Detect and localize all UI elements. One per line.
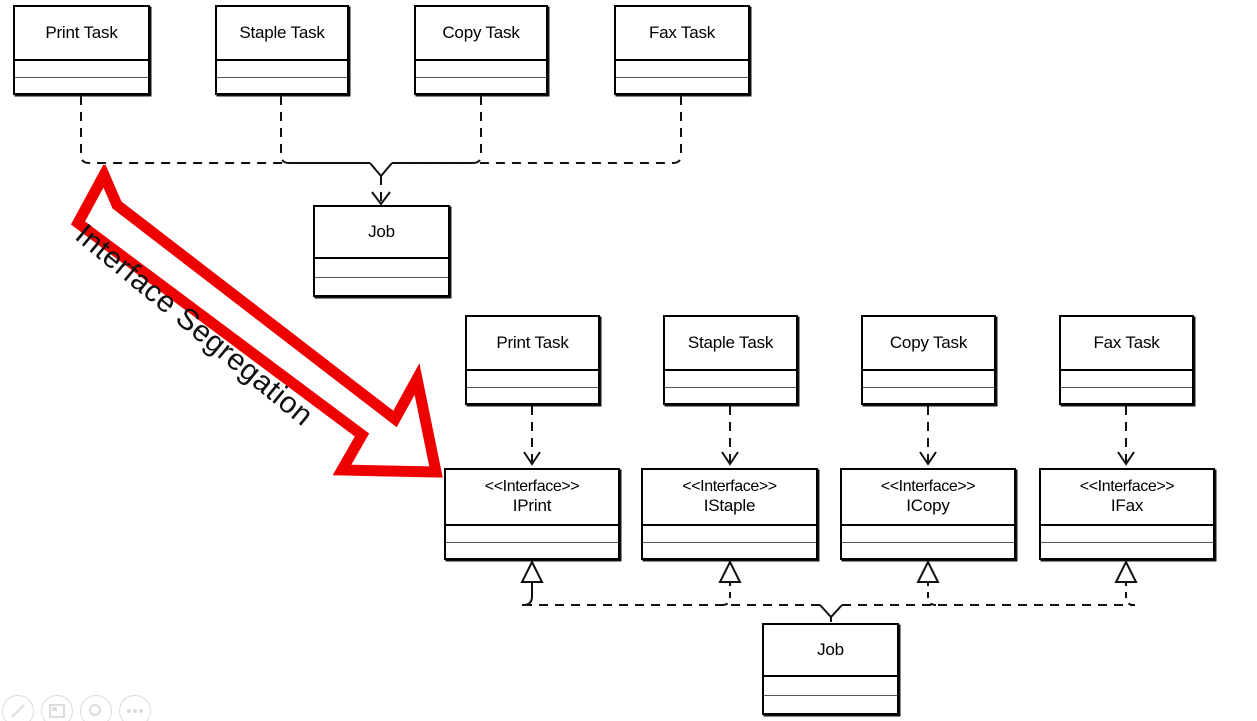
attributes-compartment [315,259,448,278]
stereotype-label: <<Interface>> [880,477,976,495]
class-box-staple-task-before[interactable]: Staple Task [215,5,349,95]
attributes-compartment [863,371,994,388]
edge-copy-task-to-bus [392,96,482,164]
triangle-ifax [1114,559,1138,583]
triangle-iprint [520,559,544,583]
class-box-fax-task-after[interactable]: Fax Task [1059,315,1194,405]
operations-compartment [1041,543,1213,559]
class-box-job-before[interactable]: Job [313,205,450,297]
class-name: Fax Task [1061,317,1192,371]
attributes-compartment [217,61,347,78]
class-name: Fax Task [616,7,748,61]
attributes-compartment [616,61,748,78]
class-box-job-after[interactable]: Job [762,623,899,715]
operations-compartment [863,388,994,404]
riser-iprint [523,580,533,606]
stereotype-label: <<Interface>> [1079,477,1175,495]
attributes-compartment [665,371,796,388]
attributes-compartment [416,61,546,78]
class-name: Print Task [467,317,598,371]
class-box-copy-task-after[interactable]: Copy Task [861,315,996,405]
riser-ifax [1125,580,1135,606]
arrowhead-open-ifax [1117,451,1135,466]
operations-compartment [446,543,618,559]
class-name: Staple Task [217,7,347,61]
operations-compartment [467,388,598,404]
interface-name-compartment: <<Interface>> ICopy [842,470,1014,526]
stereotype-label: <<Interface>> [484,477,580,495]
class-name: Copy Task [416,7,546,61]
triangle-istaple [718,559,742,583]
bottom-toolbar[interactable] [2,695,151,721]
arrowhead-open-iprint [523,451,541,466]
edge-print-task-to-bus [80,96,370,164]
arrowhead-open-istaple [721,451,739,466]
edge-fax-task-to-bus [392,96,682,164]
class-name: Staple Task [665,317,796,371]
interface-box-ifax[interactable]: <<Interface>> IFax [1039,468,1215,560]
bus-junction-notch-bottom [819,604,843,619]
riser-istaple [721,580,731,606]
operations-compartment [764,696,897,714]
attributes-compartment [446,526,618,543]
interface-name-compartment: <<Interface>> IPrint [446,470,618,526]
attributes-compartment [764,677,897,696]
attributes-compartment [1041,526,1213,543]
operations-compartment [1061,388,1192,404]
interface-box-istaple[interactable]: <<Interface>> IStaple [641,468,818,560]
triangle-icopy [916,559,940,583]
interface-name: IPrint [512,496,552,516]
attributes-compartment [643,526,816,543]
operations-compartment [15,78,148,94]
attributes-compartment [15,61,148,78]
interface-name: ICopy [906,496,950,516]
operations-compartment [616,78,748,94]
interface-name: IFax [1110,496,1144,516]
interface-name-compartment: <<Interface>> IFax [1041,470,1213,526]
class-box-copy-task-before[interactable]: Copy Task [414,5,548,95]
pencil-icon[interactable] [2,695,34,721]
edge-job-to-iprint-bus [522,580,533,606]
operations-compartment [217,78,347,94]
class-box-fax-task-before[interactable]: Fax Task [614,5,750,95]
red-arrow-outline [70,165,443,478]
more-icon[interactable] [119,695,151,721]
operations-compartment [643,543,816,559]
class-name: Print Task [15,7,148,61]
operations-compartment [665,388,796,404]
stereotype-label: <<Interface>> [682,477,777,495]
riser-icopy [927,580,937,606]
interface-segregation-arrow [70,165,443,478]
class-name: Job [315,207,448,259]
class-box-staple-task-after[interactable]: Staple Task [663,315,798,405]
class-box-print-task-after[interactable]: Print Task [465,315,600,405]
interface-name: IStaple [703,496,756,516]
operations-compartment [842,543,1014,559]
attributes-compartment [842,526,1014,543]
class-box-print-task-before[interactable]: Print Task [13,5,150,95]
image-icon[interactable] [41,695,73,721]
edge-staple-task-to-bus [280,96,370,164]
attributes-compartment [467,371,598,388]
class-name: Copy Task [863,317,994,371]
interface-name-compartment: <<Interface>> IStaple [643,470,816,526]
interface-box-iprint[interactable]: <<Interface>> IPrint [444,468,620,560]
operations-compartment [416,78,546,94]
search-icon[interactable] [80,695,112,721]
attributes-compartment [1061,371,1192,388]
interface-box-icopy[interactable]: <<Interface>> ICopy [840,468,1016,560]
arrowhead-open-icopy [919,451,937,466]
class-name: Job [764,625,897,677]
